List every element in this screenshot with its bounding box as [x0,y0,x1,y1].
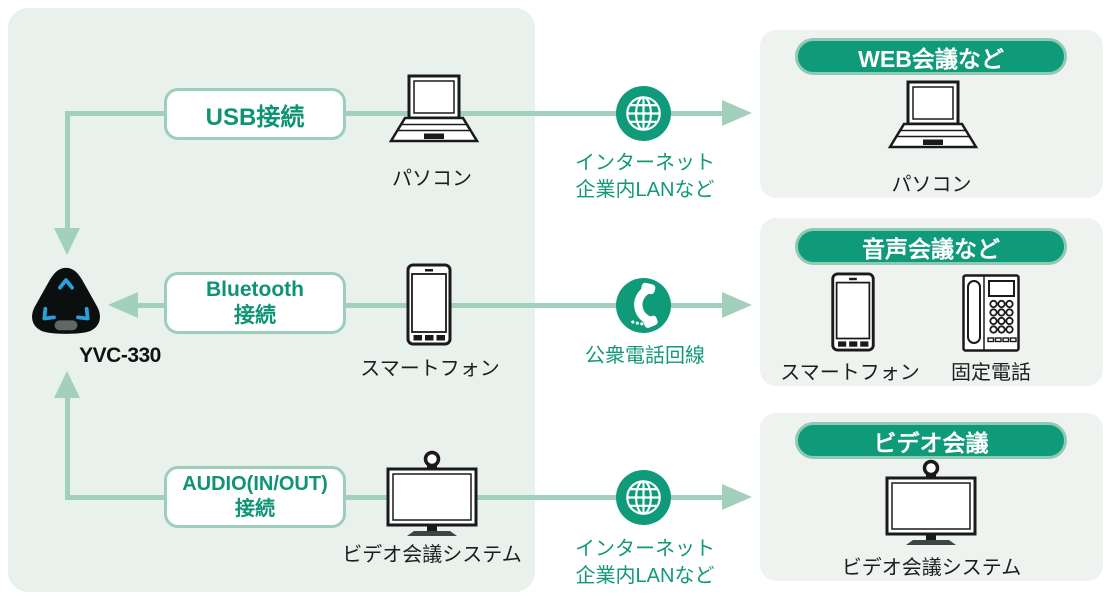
bluetooth-connection-text-line1: Bluetooth [206,278,304,301]
web-conference-header: WEB会議など [795,38,1067,75]
internet-lan-line1: インターネット [575,152,715,174]
speakerphone-model-label: YVC-330 [79,344,161,367]
video-conference-header: ビデオ会議 [795,422,1067,459]
web-conference-title: WEB会議など [858,45,1004,72]
audio-line-vertical [65,398,70,500]
usb-line-horizontal [65,111,722,116]
globe-icon [615,469,672,526]
video-system-icon [883,459,979,547]
audio-connection-text-line2: 接続 [235,498,275,520]
public-phone-line-label: 公衆電話回線 [545,343,745,370]
laptop-icon [385,74,480,158]
local-pc-label: パソコン [392,168,472,190]
arrow-up-icon [54,371,80,398]
video-conference-content: ビデオ会議 ビデオ会議システム [760,413,1103,581]
usb-connection-text: USB接続 [205,103,305,131]
internet-lan-label: インターネット 企業内LANなど [545,536,745,590]
local-smartphone-label: スマートフォン [360,358,500,380]
internet-lan-line2: 企業内LANなど [575,565,715,587]
bluetooth-connection-label: Bluetooth 接続 [164,272,346,334]
video-conference-title: ビデオ会議 [873,429,989,456]
video-system-icon [384,450,480,538]
bluetooth-connection-text-line2: 接続 [234,304,276,327]
remote-desk-phone-label: 固定電話 [951,362,1031,384]
audio-connection-label: AUDIO(IN/OUT) 接続 [164,466,346,528]
laptop-icon [884,80,979,164]
arrow-right-icon [722,100,752,126]
smartphone-icon [406,263,452,346]
arrow-right-icon [722,484,752,510]
web-conference-content: WEB会議など パソコン [760,30,1103,198]
desk-phone-icon [962,274,1020,352]
speakerphone-icon [28,264,104,344]
globe-icon [615,85,672,142]
audio-connection-text-line1: AUDIO(IN/OUT) [182,473,328,495]
arrow-left-icon [108,292,138,318]
remote-pc-label: パソコン [891,174,972,196]
local-video-system-label: ビデオ会議システム [342,544,522,566]
internet-lan-line2: 企業内LANなど [575,179,715,201]
smartphone-icon [830,272,876,352]
arrow-down-icon [54,228,80,255]
audio-conference-content: 音声会議など [760,218,1103,387]
arrow-right-icon [722,292,752,318]
usb-connection-label: USB接続 [164,88,346,140]
remote-video-system-label: ビデオ会議システム [841,557,1022,579]
internet-lan-line1: インターネット [575,538,715,560]
usb-line-vertical [65,111,70,229]
internet-lan-label: インターネット 企業内LANなど [545,150,745,204]
remote-smartphone-label: スマートフォン [780,362,920,384]
phone-icon [615,277,672,334]
audio-conference-header: 音声会議など [795,228,1067,265]
audio-conference-title: 音声会議など [862,235,1000,262]
public-phone-line-text: 公衆電話回線 [585,345,705,367]
